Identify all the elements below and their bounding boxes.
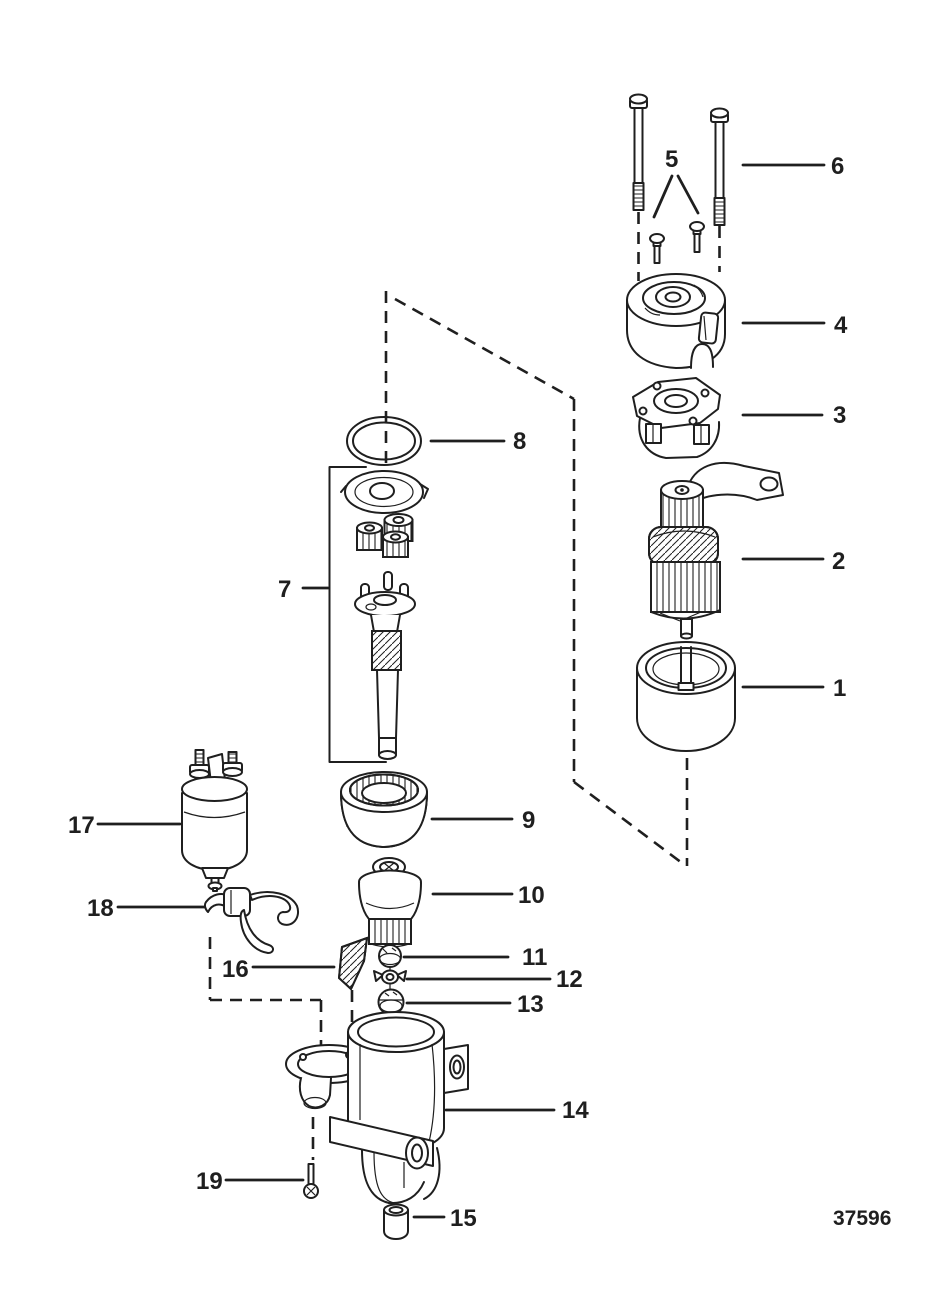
part-13-stop-cap-drawing	[377, 988, 405, 1016]
drawing-number: 37596	[833, 1207, 891, 1230]
callout-1: 1	[833, 675, 846, 702]
part-8-o-ring-drawing	[346, 416, 422, 466]
callout-18: 18	[87, 895, 114, 922]
part-16-shim-drawing	[337, 936, 369, 991]
part-1-frame-drawing	[636, 641, 736, 752]
callout-16: 16	[222, 956, 249, 983]
callout-5: 5	[665, 146, 678, 173]
part-18-shift-fork-drawing	[203, 887, 299, 954]
part-11-stop-washer-drawing	[378, 944, 402, 968]
part-14-housing-drawing	[285, 1011, 469, 1205]
part-19-pivot-screw-drawing	[303, 1163, 319, 1199]
part-7-planetary-gear-set-drawing	[328, 466, 429, 763]
callout-11: 11	[522, 944, 547, 971]
callout-2: 2	[832, 548, 845, 575]
callout-8: 8	[513, 428, 526, 455]
callout-19: 19	[196, 1168, 223, 1195]
callout-13: 13	[517, 991, 544, 1018]
part-10-drive-assembly-drawing	[358, 857, 422, 948]
part-15-bushing-drawing	[383, 1203, 409, 1240]
callout-15: 15	[450, 1205, 477, 1232]
callout-4: 4	[834, 312, 848, 339]
part-2-armature-drawing	[648, 462, 784, 640]
callout-17: 17	[68, 812, 95, 839]
part-6-through-bolts-drawing	[629, 93, 729, 226]
callout-3: 3	[833, 402, 846, 429]
callout-6: 6	[831, 153, 844, 180]
part-17-solenoid-drawing	[181, 749, 248, 892]
part-4-end-cap-drawing	[626, 273, 726, 369]
callout-12: 12	[556, 966, 583, 993]
part-9-ring-gear-drawing	[340, 771, 428, 848]
callout-labels: 1 2 3 4 5 6 7 8 9 10 11 12 13 14 15 16 1…	[68, 146, 848, 1232]
part-5-screws-drawing	[649, 221, 705, 264]
part-3-brush-plate-drawing	[632, 377, 721, 459]
callout-14: 14	[562, 1097, 589, 1124]
leader-lines	[96, 163, 826, 1219]
part-7-bracket	[328, 466, 387, 763]
callout-9: 9	[522, 807, 535, 834]
part-12-retainer-clip-drawing	[373, 969, 407, 985]
explosion-axis-lines	[208, 212, 721, 1160]
callout-7: 7	[278, 576, 291, 603]
callout-10: 10	[518, 882, 545, 909]
